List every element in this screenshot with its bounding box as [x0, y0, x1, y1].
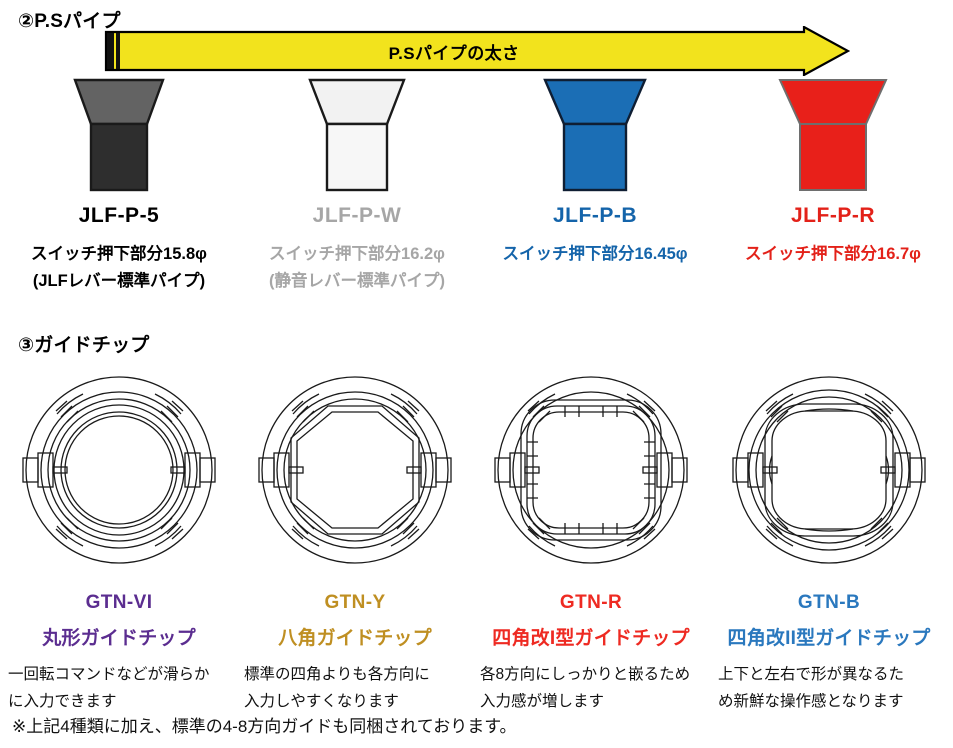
pipe-spec: スイッチ押下部分16.45φ — [502, 245, 688, 263]
guide-tip-desc-line2: 入力感が増します — [480, 692, 605, 710]
guide-tip-desc-line2: に入力できます — [8, 692, 117, 710]
pipe-name: JLF-P-W — [312, 204, 402, 227]
pipe-flange — [73, 78, 165, 126]
guide-tip-desc-line1: 各8方向にしっかりと嵌るため — [480, 666, 691, 683]
guide-tip-figure — [710, 366, 948, 574]
footnote-text: ※上記4種類に加え、標準の4-8方向ガイドも同梱されております。 — [12, 717, 517, 736]
pipe-shape-white — [308, 78, 406, 192]
pipe-item-jlf-p-5: JLF-P-5 スイッチ押下部分15.8φ (JLFレバー標準パイプ) — [0, 78, 238, 295]
pipe-note: (JLFレバー標準パイプ) — [32, 272, 206, 291]
arrow-cap-bar-outer — [107, 33, 114, 69]
arrow-label: P.Sパイプの太さ — [388, 43, 520, 63]
pipe-body — [89, 122, 149, 192]
arrow-graphic — [104, 26, 850, 76]
guide-tip-figure — [472, 366, 710, 574]
guide-tip-item-gtn-b: GTN-B 四角改II型ガイドチップ 上下と左右で形が異なるた め新鮮な操作感と… — [710, 366, 948, 715]
octagon-guide-tip-icon — [258, 376, 452, 564]
pipe-item-jlf-p-w: JLF-P-W スイッチ押下部分16.2φ (静音レバー標準パイプ) — [238, 78, 476, 295]
pipe-spec: スイッチ押下部分16.2φ — [269, 245, 445, 263]
guide-tip-description: 一回転コマンドなどが滑らか に入力できます — [0, 662, 238, 715]
guide-tip-desc-line2: め新鮮な操作感となります — [718, 692, 904, 710]
guide-tip-figure — [0, 366, 238, 574]
round-guide-tip-icon — [22, 376, 216, 564]
pipe-body — [799, 123, 867, 191]
guide-tip-name: GTN-Y — [324, 592, 386, 613]
guide-tip-description: 各8方向にしっかりと嵌るため 入力感が増します — [472, 662, 710, 715]
pipe-shape-red — [778, 79, 888, 191]
pipe-item-jlf-p-r: JLF-P-R スイッチ押下部分16.7φ — [714, 78, 952, 268]
pipe-item-jlf-p-b: JLF-P-B スイッチ押下部分16.45φ — [476, 78, 714, 268]
ps-pipe-section-heading: ②P.Sパイプ — [18, 11, 121, 32]
pipe-thickness-arrow: P.Sパイプの太さ — [104, 26, 850, 76]
pipe-flange — [778, 79, 888, 125]
guide-tip-kind: 四角改II型ガイドチップ — [727, 628, 931, 649]
guide-tip-item-gtn-y: GTN-Y 八角ガイドチップ 標準の四角よりも各方向に 入力しやすくなります — [236, 366, 474, 715]
pipe-note: (静音レバー標準パイプ) — [269, 272, 445, 291]
arrow-cap-bar-inner — [116, 33, 120, 69]
square-mod1-guide-tip-icon — [494, 376, 688, 564]
guide-tip-desc-line1: 標準の四角よりも各方向に — [244, 666, 430, 683]
guide-tip-desc-line1: 上下と左右で形が異なるた — [718, 666, 905, 683]
guide-tip-item-gtn-r: GTN-R 四角改I型ガイドチップ 各8方向にしっかりと嵌るため 入力感が増しま… — [472, 366, 710, 715]
pipe-name: JLF-P-R — [791, 204, 875, 227]
guide-tip-description: 標準の四角よりも各方向に 入力しやすくなります — [236, 662, 474, 715]
pipe-name: JLF-P-B — [553, 204, 637, 227]
pipe-figure — [476, 78, 714, 192]
arrow-body-shape — [104, 26, 850, 76]
pipe-flange — [308, 78, 406, 126]
guide-tip-name: GTN-R — [559, 592, 623, 613]
guide-tip-name: GTN-B — [797, 592, 861, 613]
guide-tip-kind: 四角改I型ガイドチップ — [492, 628, 690, 649]
guide-tip-item-gtn-vi: GTN-VI 丸形ガイドチップ 一回転コマンドなどが滑らか に入力できます — [0, 366, 238, 715]
pipe-figure — [238, 78, 476, 192]
guide-tip-desc-line1: 一回転コマンドなどが滑らか — [8, 666, 210, 683]
guide-tip-desc-line2: 入力しやすくなります — [244, 692, 399, 710]
pipe-figure — [0, 78, 238, 192]
pipe-figure — [714, 78, 952, 192]
pipe-body — [562, 122, 628, 192]
pipe-shape-dark — [73, 78, 165, 192]
pipe-spec: スイッチ押下部分15.8φ — [31, 245, 207, 263]
pipe-spec: スイッチ押下部分16.7φ — [745, 245, 921, 263]
guide-tip-kind: 八角ガイドチップ — [278, 628, 432, 649]
square-mod2-guide-tip-icon — [732, 376, 926, 564]
guide-tip-figure — [236, 366, 474, 574]
pipe-name: JLF-P-5 — [78, 204, 160, 227]
guide-tip-kind: 丸形ガイドチップ — [42, 628, 196, 649]
guide-tip-name: GTN-VI — [85, 592, 153, 613]
guide-tip-description: 上下と左右で形が異なるた め新鮮な操作感となります — [710, 662, 948, 715]
pipe-body — [325, 122, 389, 192]
pipe-flange — [543, 78, 647, 126]
guide-tip-section-heading: ③ガイドチップ — [18, 335, 150, 356]
pipe-shape-blue — [543, 78, 647, 192]
